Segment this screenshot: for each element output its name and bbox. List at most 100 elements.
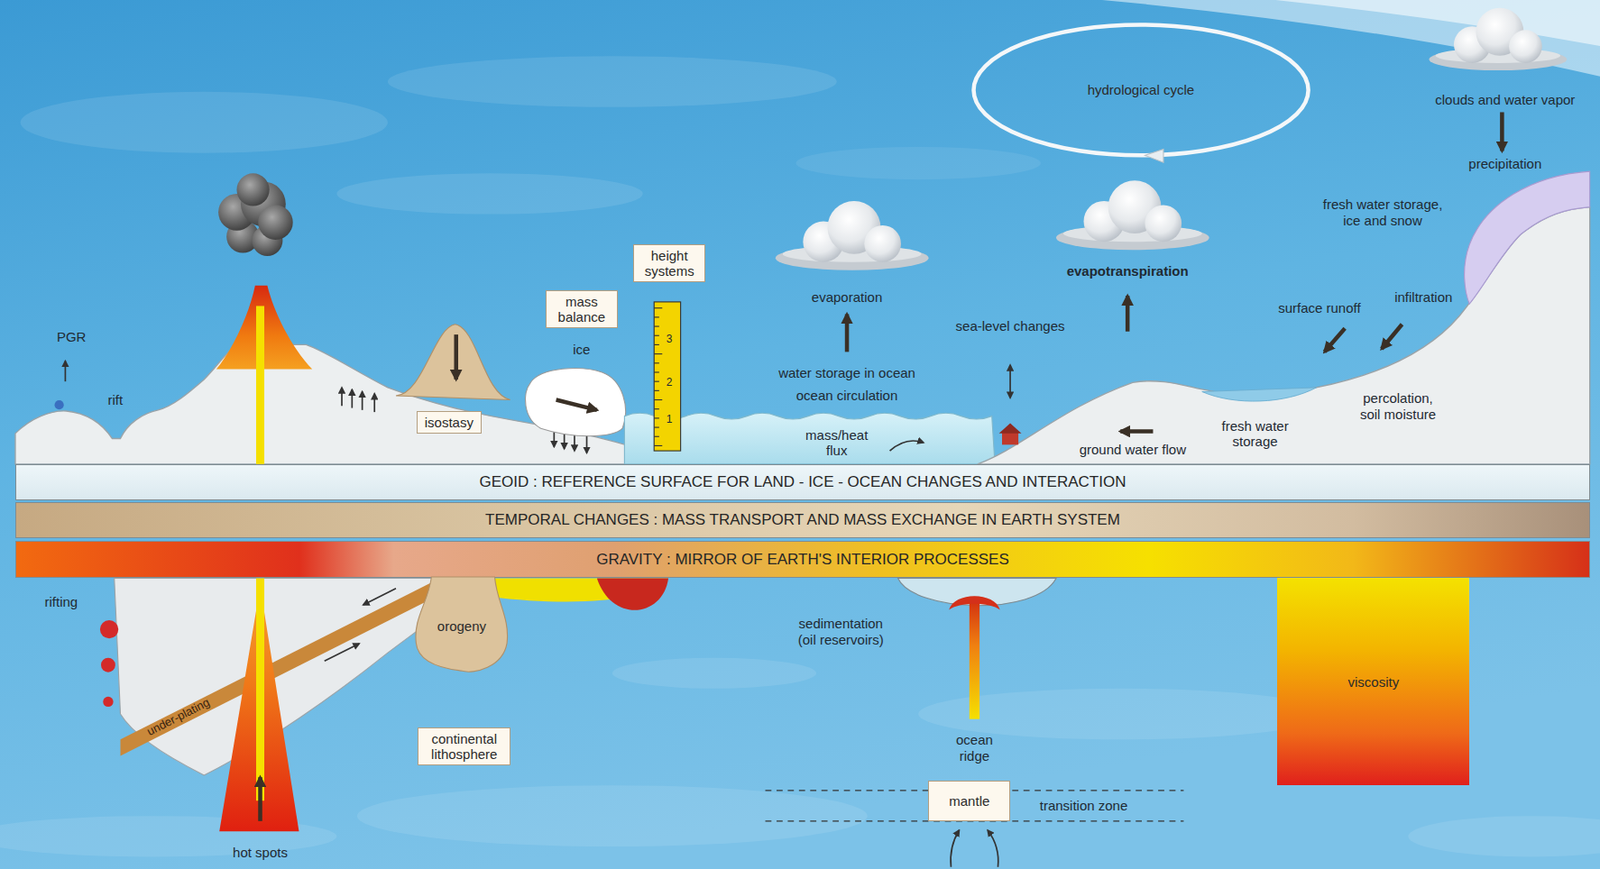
tide-gauge-ruler — [653, 316, 660, 318]
concept-box: mass balance — [545, 290, 618, 330]
land-profile — [15, 344, 662, 464]
node-text: orogeny — [437, 618, 487, 635]
process-label: evapotranspiration — [1066, 263, 1189, 279]
cycle-outline — [973, 24, 1308, 156]
process-label: sea-level changes — [956, 318, 1066, 334]
volcano — [216, 285, 313, 465]
concept-box: mantle — [928, 781, 1011, 822]
right-land — [1464, 171, 1591, 304]
hydrological-clouds — [1428, 8, 1567, 71]
ocean-ridge-plume — [969, 597, 980, 720]
motion-arrows — [340, 387, 343, 406]
ocean-water — [890, 441, 924, 451]
lithosphere-section — [102, 697, 113, 708]
hot-spot-plume — [257, 777, 263, 822]
right-land — [1202, 387, 1317, 402]
motion-arrows — [361, 391, 364, 410]
water-flux-arrows — [1125, 295, 1131, 332]
concept-box: continental lithosphere — [417, 727, 511, 767]
tide-gauge-ruler — [653, 362, 660, 364]
isostasy-bulge — [395, 324, 511, 401]
ocean-ridge-plume — [898, 579, 1057, 720]
tide-gauge-ruler — [653, 353, 663, 355]
earth-background — [357, 785, 868, 847]
water-flux-arrows — [1381, 324, 1403, 350]
node-text: TEMPORAL CHANGES : MASS TRANSPORT AND MA… — [485, 511, 1121, 530]
mantle-transition — [765, 790, 1185, 868]
node-text: hydrological cycle — [1087, 82, 1195, 98]
node-text: height systems — [641, 248, 698, 280]
geoid-band: GEOID : REFERENCE SURFACE FOR LAND - ICE… — [15, 464, 1591, 501]
hydrological-clouds — [1056, 180, 1210, 250]
hydrological-clouds — [775, 8, 1567, 271]
cycle-arrowhead — [1144, 148, 1163, 163]
earth-background — [336, 173, 643, 214]
volcano — [256, 305, 265, 464]
water-flux-arrows — [1499, 111, 1505, 151]
process-label: ocean circulation — [796, 387, 899, 404]
earth-background — [1102, 0, 1600, 77]
water-flux-arrows — [1120, 429, 1153, 434]
lithosphere-section — [324, 643, 359, 662]
process-label: percolation, soil moisture — [1352, 390, 1444, 423]
process-label: fresh water storage — [1214, 418, 1297, 451]
tide-gauge-ruler — [653, 417, 660, 419]
water-flux-arrows — [846, 111, 1502, 432]
ruler-number: 3 — [666, 333, 673, 347]
lithosphere-section — [101, 658, 116, 673]
process-label: water storage in ocean — [778, 365, 916, 381]
water-flux-arrows — [1009, 365, 1012, 398]
tide-gauge-ruler — [653, 408, 660, 410]
process-label: precipitation — [1468, 156, 1542, 173]
concept-box: isostasy — [416, 411, 482, 434]
tide-gauge-ruler — [653, 302, 681, 451]
node-text: isostasy — [424, 414, 474, 431]
land-profile — [55, 400, 65, 410]
earth-background — [20, 91, 388, 154]
process-label: ice — [572, 341, 590, 358]
cycle-ellipse: hydrological cycle — [969, 20, 1313, 160]
process-label: rifting — [45, 594, 79, 610]
volcano-smoke — [257, 204, 293, 240]
tide-gauge-ruler — [653, 390, 660, 392]
node-text: GRAVITY : MIRROR OF EARTH'S INTERIOR PRO… — [596, 551, 1010, 570]
land-profile — [15, 344, 662, 464]
process-label: PGR — [56, 330, 87, 346]
concept-box: height systems — [633, 244, 706, 284]
lithosphere-section — [120, 571, 455, 757]
water-flux-arrows — [845, 313, 850, 352]
process-label: ground water flow — [1079, 441, 1187, 458]
earth-background — [387, 55, 837, 108]
right-land — [1002, 432, 1019, 446]
hot-spot-plume — [256, 579, 265, 802]
tide-gauge-ruler — [653, 326, 660, 328]
process-label: clouds and water vapor — [1434, 91, 1575, 108]
tide-gauge-ruler — [653, 399, 663, 401]
tide-gauge-ruler — [653, 344, 660, 346]
isostasy-bulge — [395, 324, 511, 401]
process-label: mass/heat flux — [802, 427, 871, 460]
node-text: continental lithosphere — [425, 731, 503, 764]
process-label: under-plating — [145, 697, 212, 741]
gravity-band: GRAVITY : MIRROR OF EARTH'S INTERIOR PRO… — [15, 541, 1591, 579]
process-label: surface runoff — [1278, 300, 1361, 316]
mantle-transition — [950, 830, 959, 868]
ocean-ridge-plume — [948, 596, 1001, 610]
ice-body — [525, 368, 626, 437]
water-flux-arrows — [1324, 328, 1346, 352]
temporal-band: TEMPORAL CHANGES : MASS TRANSPORT AND MA… — [15, 502, 1591, 539]
motion-arrows — [64, 361, 587, 454]
node-text: viscosity — [1347, 674, 1399, 690]
orogeny-shape: orogeny — [413, 577, 510, 676]
tide-gauge-ruler — [653, 436, 660, 438]
tide-gauge-ruler — [653, 335, 660, 337]
earth-background — [612, 658, 817, 690]
motion-arrows — [350, 389, 353, 408]
node-text: mass balance — [553, 294, 610, 326]
mantle-transition — [987, 830, 999, 868]
lithosphere-section — [100, 620, 119, 639]
isostasy-bulge — [453, 334, 459, 380]
tide-gauge-ruler — [653, 307, 663, 309]
